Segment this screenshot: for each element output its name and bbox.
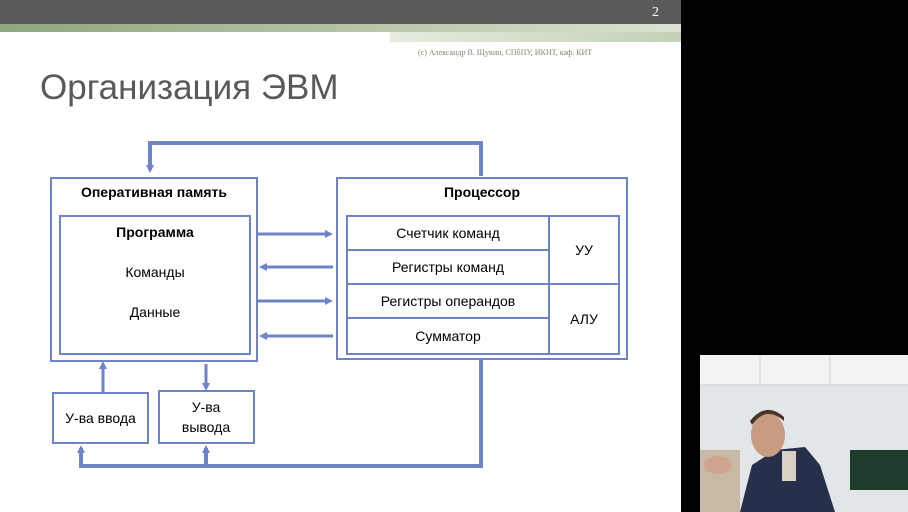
presenter-video xyxy=(700,355,908,512)
register-instructions: Регистры команд xyxy=(348,251,548,285)
slide-number: 2 xyxy=(652,5,659,20)
memory-item-data: Данные xyxy=(129,304,181,320)
program-block: Программа Команды Данные xyxy=(59,215,251,355)
processor-title: Процессор xyxy=(443,184,521,200)
output-device-block: У-ва вывода xyxy=(158,390,255,444)
connector-processor-to-memory-top xyxy=(146,141,483,176)
input-device-label: У-ва ввода xyxy=(65,410,136,426)
register-accumulator: Сумматор xyxy=(415,328,481,344)
processor-registers-block: Счетчик команд Регистры команд Регистры … xyxy=(346,215,620,355)
slide-accent-bar-secondary xyxy=(390,32,681,42)
memory-item-commands: Команды xyxy=(125,264,185,280)
register-instruction-counter: Счетчик команд xyxy=(348,217,548,251)
processor-block: Процессор Счетчик команд Регистры команд… xyxy=(336,177,628,360)
slide-header-bar xyxy=(0,0,681,24)
control-unit: УУ xyxy=(548,217,618,285)
input-device-block: У-ва ввода xyxy=(52,392,149,444)
slide-title: Организация ЭВМ xyxy=(40,68,339,107)
alu-unit: АЛУ xyxy=(548,285,618,353)
program-title: Программа xyxy=(116,224,194,240)
copyright-text: (c) Александр В. Щукин, СПбПУ, ИКНТ, каф… xyxy=(418,48,593,57)
memory-block: Оперативная память Программа Команды Дан… xyxy=(50,177,258,362)
slide-accent-bar xyxy=(0,24,681,32)
register-operands: Регистры операндов xyxy=(348,285,548,319)
connector-processor-to-devices-bottom xyxy=(77,360,483,468)
memory-title: Оперативная память xyxy=(80,184,228,200)
output-device-label: У-ва вывода xyxy=(181,399,231,435)
diagram-connectors xyxy=(77,141,483,468)
presenter-video-icon xyxy=(700,355,908,512)
slide: 2 (c) Александр В. Щукин, СПбПУ, ИКНТ, к… xyxy=(0,0,681,512)
